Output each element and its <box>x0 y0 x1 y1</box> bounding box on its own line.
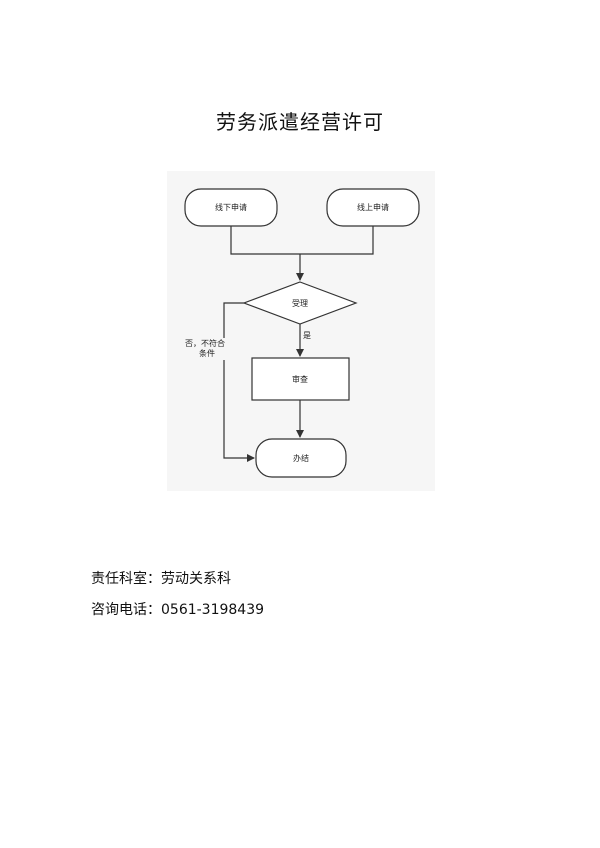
phone-info: 咨询电话：0561-3198439 <box>91 599 264 619</box>
flowchart: 线下申请 线上申请 受理 是 审查 <box>167 171 435 491</box>
flowchart-canvas: 线下申请 线上申请 受理 是 审查 <box>183 188 420 478</box>
phone-value: 0561-3198439 <box>161 602 265 618</box>
edge-accept-complete-no: 否，不符合 条件 <box>183 302 255 462</box>
connector-merge <box>230 226 374 281</box>
node-complete: 办结 <box>255 438 347 478</box>
department-label: 责任科室： <box>91 571 161 587</box>
page-title: 劳务派遣经营许可 <box>216 110 384 134</box>
node-review-label: 审查 <box>292 374 308 384</box>
department-info: 责任科室：劳动关系科 <box>91 568 231 588</box>
node-online-apply: 线上申请 <box>326 188 420 227</box>
department-value: 劳动关系科 <box>161 571 231 587</box>
node-accept: 受理 <box>242 281 358 325</box>
node-online-apply-label: 线上申请 <box>357 202 389 212</box>
edge-accept-review: 是 <box>296 324 311 357</box>
edge-no-label-line2: 条件 <box>199 348 215 358</box>
edge-yes-label: 是 <box>303 331 311 340</box>
node-offline-apply: 线下申请 <box>184 188 278 227</box>
node-offline-apply-label: 线下申请 <box>215 202 247 212</box>
node-accept-label: 受理 <box>292 298 308 308</box>
phone-label: 咨询电话： <box>91 602 161 618</box>
node-complete-label: 办结 <box>293 453 309 463</box>
node-review: 审查 <box>251 357 350 401</box>
edge-no-label-line1: 否，不符合 <box>185 338 225 348</box>
